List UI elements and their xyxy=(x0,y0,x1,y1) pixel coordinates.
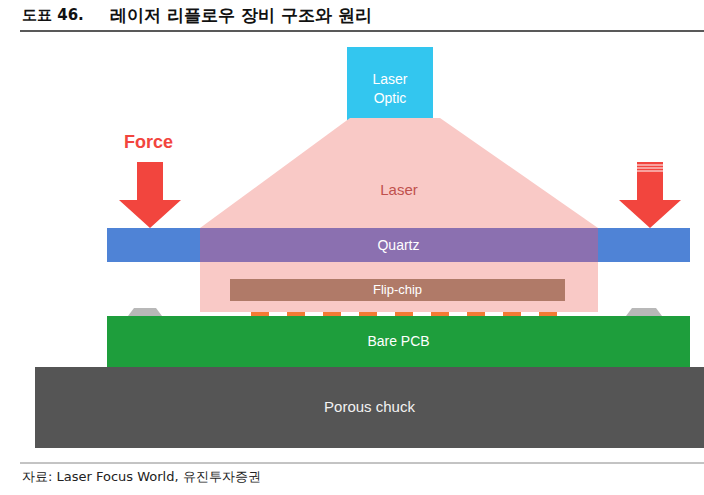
node-label: Laser xyxy=(380,180,418,200)
caption-rule xyxy=(20,463,704,464)
node-label: Flip-chip xyxy=(373,281,422,299)
node-label: Bare PCB xyxy=(367,332,429,351)
node-label: Laser Optic xyxy=(360,70,420,108)
bare-pcb: Bare PCB xyxy=(107,316,690,367)
force-arrow xyxy=(119,162,181,228)
arrow-stripes xyxy=(637,165,663,171)
node-label: Porous chuck xyxy=(324,397,415,417)
porous-chuck: Porous chuck xyxy=(35,367,704,448)
quartz-plate: Quartz xyxy=(107,228,690,262)
title-rule xyxy=(20,30,704,32)
force-label: Force xyxy=(124,132,173,153)
caption: 자료: Laser Focus World, 유진투자증권 xyxy=(22,468,261,486)
title: 레이저 리플로우 장비 구조와 원리 xyxy=(110,4,372,27)
node-label: Quartz xyxy=(377,236,419,255)
figure-number: 도표 46. xyxy=(22,6,84,25)
flip-chip: Flip-chip xyxy=(230,279,565,301)
laser-region xyxy=(200,118,598,312)
force-arrow xyxy=(619,162,681,228)
spacer xyxy=(128,308,162,316)
spacer xyxy=(626,308,662,316)
